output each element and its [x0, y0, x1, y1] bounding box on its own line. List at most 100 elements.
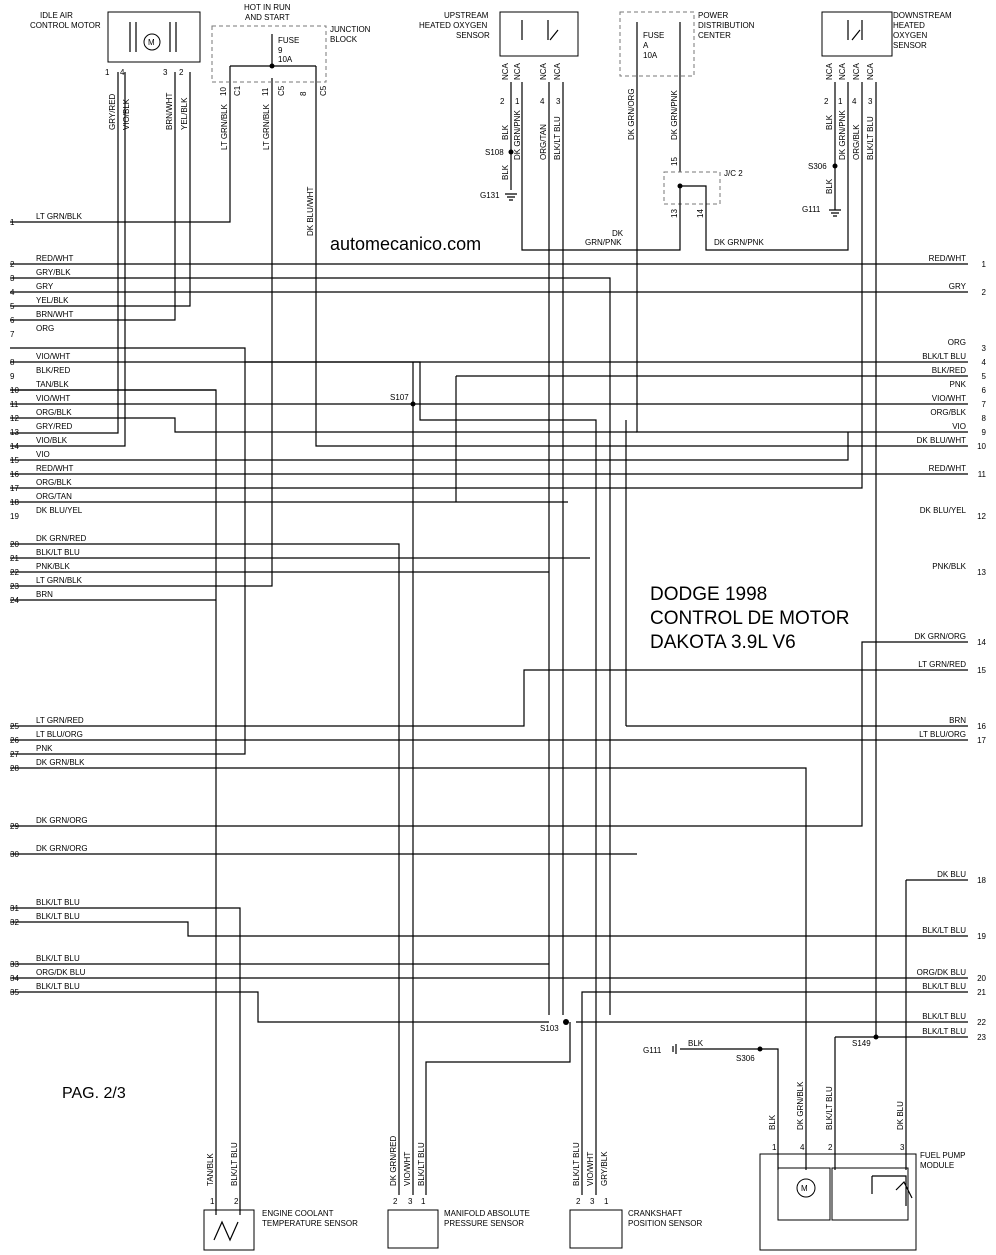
right-pin-19: 19 [977, 932, 986, 941]
upstream-nca-3: NCA [539, 62, 548, 80]
upstream-wire-2: DK GRN/PNK [513, 110, 522, 160]
ckp-wire-3: GRY/BLK [600, 1151, 609, 1186]
junction-wire-1: LT GRN/BLK [220, 103, 229, 150]
watermark: automecanico.com [330, 234, 481, 254]
left-wire-label: GRY/RED [36, 422, 73, 431]
right-wire-label: ORG/DK BLU [917, 968, 967, 977]
ect-pin-1: 1 [210, 1197, 215, 1206]
left-wire-label: VIO/WHT [36, 394, 70, 403]
ckp-name-1: CRANKSHAFT [628, 1209, 682, 1218]
iac-pin-2: 2 [179, 68, 184, 77]
left-wire-label: BLK/LT BLU [36, 898, 80, 907]
fuel-name-2: MODULE [920, 1161, 954, 1170]
right-pin-14: 14 [977, 638, 986, 647]
left-connector: 1LT GRN/BLK2RED/WHT3GRY/BLK4GRY5YEL/BLK6… [10, 212, 88, 997]
downstream-wire-3: ORG/BLK [852, 124, 861, 160]
downstream-name-4: SENSOR [893, 41, 927, 50]
right-pin-1: 1 [982, 260, 987, 269]
left-wire-label: BRN/WHT [36, 310, 73, 319]
right-wire-label: BLK/LT BLU [922, 982, 966, 991]
right-pin-22: 22 [977, 1018, 986, 1027]
pdc-fuse-1: FUSE [643, 31, 664, 40]
fuel-wire-4: DK BLU [896, 1101, 905, 1130]
ground-g111b-wire: BLK [688, 1039, 704, 1048]
upstream-wire-1: BLK [501, 124, 510, 140]
right-pin-13: 13 [977, 568, 986, 577]
splice-s107: S107 [390, 393, 409, 402]
junction-fuse-2: 9 [278, 46, 283, 55]
downstream-pin-1: 1 [838, 97, 843, 106]
left-wire-label: BLK/LT BLU [36, 982, 80, 991]
iac-name-2: CONTROL MOTOR [30, 21, 101, 30]
pdc-name-1: POWER [698, 11, 728, 20]
right-wire-label: RED/WHT [929, 254, 966, 263]
left-wire-label: GRY [36, 282, 54, 291]
iac-wire-2: VIO/BLK [122, 98, 131, 130]
fuel-pin-4: 4 [800, 1143, 805, 1152]
left-wire-label: LT GRN/RED [36, 716, 84, 725]
right-pin-11: 11 [978, 470, 987, 479]
downstream-name-2: HEATED [893, 21, 925, 30]
upstream-oxygen-sensor: UPSTREAM HEATED OXYGEN SENSOR NCA NCA NC… [419, 11, 579, 201]
junction-name-2: AND START [245, 13, 290, 22]
right-wire-label: LT BLU/ORG [919, 730, 966, 739]
map-pin-3: 3 [408, 1197, 413, 1206]
left-wire-label: BLK/LT BLU [36, 912, 80, 921]
map-name-2: PRESSURE SENSOR [444, 1219, 524, 1228]
power-distribution-center: POWER DISTRIBUTION CENTER FUSE A 10A DK … [585, 11, 764, 247]
right-wire-label: PNK [950, 380, 967, 389]
iac-pin-1: 1 [105, 68, 110, 77]
right-pin-5: 5 [982, 372, 987, 381]
upstream-name-2: HEATED OXYGEN [419, 21, 488, 30]
engine-coolant-temperature-sensor: ENGINE COOLANT TEMPERATURE SENSOR 1 2 TA… [203, 1142, 358, 1251]
junction-wire-3: DK BLU/WHT [306, 187, 315, 236]
iac-pin-3: 3 [163, 68, 168, 77]
iac-name-1: IDLE AIR [40, 11, 73, 20]
left-wire-label: PNK [36, 744, 53, 753]
ect-name-1: ENGINE COOLANT [262, 1209, 334, 1218]
left-wire-label: TAN/BLK [36, 380, 69, 389]
upstream-pin-4: 4 [540, 97, 545, 106]
pdc-jc-pin-14: 14 [696, 209, 705, 218]
downstream-oxygen-sensor: DOWNSTREAM HEATED OXYGEN SENSOR NCA NCA … [802, 11, 952, 217]
ckp-name-2: POSITION SENSOR [628, 1219, 702, 1228]
ckp-wire-2: VIO/WHT [586, 1152, 595, 1186]
left-wire-label: DK BLU/YEL [36, 506, 83, 515]
title-line-1: DODGE 1998 [650, 584, 767, 605]
right-pin-8: 8 [982, 414, 987, 423]
left-wire-label: VIO/WHT [36, 352, 70, 361]
iac-wire-1: GRY/RED [108, 93, 117, 130]
junction-block: HOT IN RUN AND START JUNCTION BLOCK FUSE… [211, 3, 371, 236]
junction-block-2: BLOCK [330, 35, 358, 44]
wire-routing [10, 72, 968, 1195]
right-pin-7: 7 [982, 400, 987, 409]
right-pin-9: 9 [982, 428, 987, 437]
right-wire-label: PNK/BLK [932, 562, 966, 571]
left-wire-label: RED/WHT [36, 464, 73, 473]
upstream-pin-3: 3 [556, 97, 561, 106]
left-wire-label: ORG/TAN [36, 492, 72, 501]
ect-wire-1: TAN/BLK [206, 1153, 215, 1186]
downstream-wire-1: BLK [825, 114, 834, 130]
fuel-wire-3: BLK/LT BLU [825, 1086, 834, 1130]
iac-pin-4: 4 [120, 68, 125, 77]
downstream-ground-wire: BLK [825, 178, 834, 194]
downstream-nca-2: NCA [838, 62, 847, 80]
fuel-pin-2: 2 [828, 1143, 833, 1152]
pdc-jc: J/C 2 [724, 169, 743, 178]
iac-wire-4: YEL/BLK [180, 97, 189, 130]
upstream-ground: G131 [480, 191, 500, 200]
right-wire-label: BRN [949, 716, 966, 725]
downstream-ground: G111 [802, 205, 821, 214]
right-wire-label: GRY [949, 282, 967, 291]
map-wire-3: BLK/LT BLU [417, 1142, 426, 1186]
ckp-pin-2: 2 [576, 1197, 581, 1206]
splice-s306b: S306 [736, 1054, 755, 1063]
downstream-nca-3: NCA [852, 62, 861, 80]
title-line-2: CONTROL DE MOTOR [650, 608, 850, 629]
idle-air-control-motor: M IDLE AIR CONTROL MOTOR 1 4 3 2 GRY/RED… [30, 11, 201, 130]
title-line-3: DAKOTA 3.9L V6 [650, 632, 796, 653]
downstream-pin-2: 2 [824, 97, 829, 106]
